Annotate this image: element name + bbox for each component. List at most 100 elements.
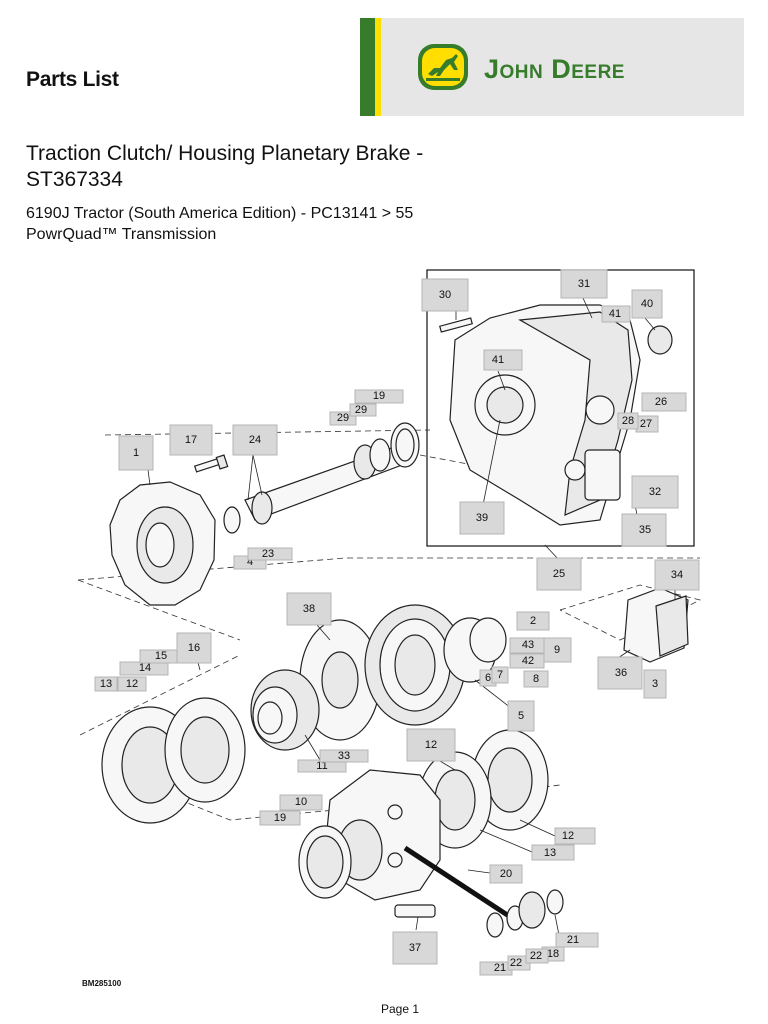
callout-33: 33 [319, 749, 369, 763]
callout-32: 32 [631, 475, 679, 509]
brand-banner: John Deere [360, 18, 744, 116]
callout-label: 13 [544, 847, 556, 859]
document-subtitle: 6190J Tractor (South America Edition) - … [26, 203, 413, 245]
friction-plate-part [180, 716, 230, 784]
callout-label: 23 [262, 548, 274, 560]
pin-shaft-part [403, 845, 517, 923]
page-number: Page 1 [380, 1002, 420, 1016]
callout-label: 9 [554, 644, 560, 656]
bolt-part [439, 317, 473, 333]
seal-ring-inner-part [395, 428, 415, 462]
page-header-title: Parts List [26, 68, 119, 91]
callout-label: 40 [641, 298, 653, 310]
callout-label: 12 [562, 830, 574, 842]
callout-label: 8 [533, 673, 539, 685]
callout-9: 9 [542, 637, 572, 663]
callout-label: 19 [274, 812, 286, 824]
callout-label: 24 [249, 434, 261, 446]
callout-23: 23 [247, 547, 293, 561]
callout-label: 18 [547, 948, 559, 960]
figure-code: BM285100 [82, 979, 122, 988]
piston-plate-part [299, 619, 381, 741]
callout-16: 16 [176, 632, 212, 664]
callout-7: 7 [491, 666, 509, 684]
callout-42: 42 [509, 653, 545, 669]
callout-37: 37 [392, 931, 438, 965]
deer-logo-icon [418, 44, 468, 90]
callout-label: 41 [609, 308, 621, 320]
callout-label: 36 [615, 667, 627, 679]
callout-label: 4 [247, 556, 253, 568]
callout-label: 21 [494, 962, 506, 974]
assembly-plane-line [77, 557, 700, 581]
callout-35: 35 [621, 513, 667, 547]
callout-label: 10 [295, 796, 307, 808]
callout-41: 41 [601, 305, 631, 323]
callout-5: 5 [507, 700, 535, 732]
callout-label: 29 [337, 412, 349, 424]
callout-25: 25 [536, 557, 582, 591]
planet-gear-part [518, 891, 546, 929]
callout-label: 28 [622, 415, 634, 427]
callout-21: 21 [479, 961, 513, 976]
cover-plate-part [623, 587, 689, 663]
clutch-hub-part [109, 481, 216, 606]
callout-label: 6 [485, 672, 491, 684]
callout-21: 21 [555, 932, 599, 948]
washer-part [486, 912, 504, 938]
callout-38: 38 [286, 592, 332, 626]
subtitle-model: 6190J Tractor (South America Edition) - … [26, 205, 414, 222]
callout-40: 40 [631, 289, 663, 319]
clutch-drum-part [364, 604, 466, 726]
callout-label: 38 [303, 603, 315, 615]
callout-label: 42 [522, 655, 534, 667]
callout-label: 35 [639, 524, 651, 536]
callout-label: 30 [439, 289, 451, 301]
exploded-parts-diagram: 1 2 3 4 5 6 7 8 9 10 11 12 12 12 13 13 1… [77, 269, 702, 976]
plug-part [647, 325, 673, 355]
transmission-housing-part [449, 304, 641, 526]
seal-ring-inner-part [306, 835, 344, 889]
callout-3: 3 [643, 669, 667, 699]
callout-label: 33 [338, 750, 350, 762]
callout-41: 41 [483, 349, 523, 371]
callout-13: 13 [531, 844, 575, 861]
callout-label: 19 [373, 390, 385, 402]
callout-34: 34 [654, 559, 700, 591]
bolt-part [193, 454, 229, 473]
callout-8: 8 [523, 670, 549, 688]
callout-2: 2 [516, 611, 550, 631]
callout-label: 12 [425, 739, 437, 751]
callout-36: 36 [597, 656, 643, 690]
document-title: Traction Clutch/ Housing Planetary Brake… [26, 142, 424, 191]
callout-20: 20 [489, 864, 523, 884]
callout-label: 16 [188, 642, 200, 654]
callout-label: 26 [655, 396, 667, 408]
callout-22: 22 [507, 955, 531, 971]
friction-plate-part [434, 769, 476, 831]
bracket-part [394, 904, 436, 918]
subtitle-transmission: PowrQuad™ Transmission [26, 226, 217, 243]
callout-label: 27 [640, 418, 652, 430]
callout-label: 5 [518, 710, 524, 722]
callout-label: 43 [522, 639, 534, 651]
callout-label: 37 [409, 942, 421, 954]
callout-label: 1 [133, 447, 139, 459]
snap-ring-part [223, 506, 241, 534]
callout-label: 34 [671, 569, 683, 581]
callout-12: 12 [117, 676, 147, 692]
callout-label: 22 [530, 950, 542, 962]
callout-39: 39 [459, 501, 505, 535]
gear-hub-part [250, 669, 320, 751]
callout-label: 3 [652, 678, 658, 690]
callout-label: 11 [316, 760, 327, 772]
callout-22: 22 [525, 948, 549, 964]
callout-label: 39 [476, 512, 488, 524]
callout-13: 13 [94, 676, 118, 692]
callout-label: 15 [155, 650, 167, 662]
assembly-plane-line [77, 579, 241, 641]
callout-1: 1 [118, 435, 154, 471]
assembly-plane-line [559, 584, 702, 641]
callout-26: 26 [641, 392, 687, 412]
callout-label: 21 [567, 934, 579, 946]
